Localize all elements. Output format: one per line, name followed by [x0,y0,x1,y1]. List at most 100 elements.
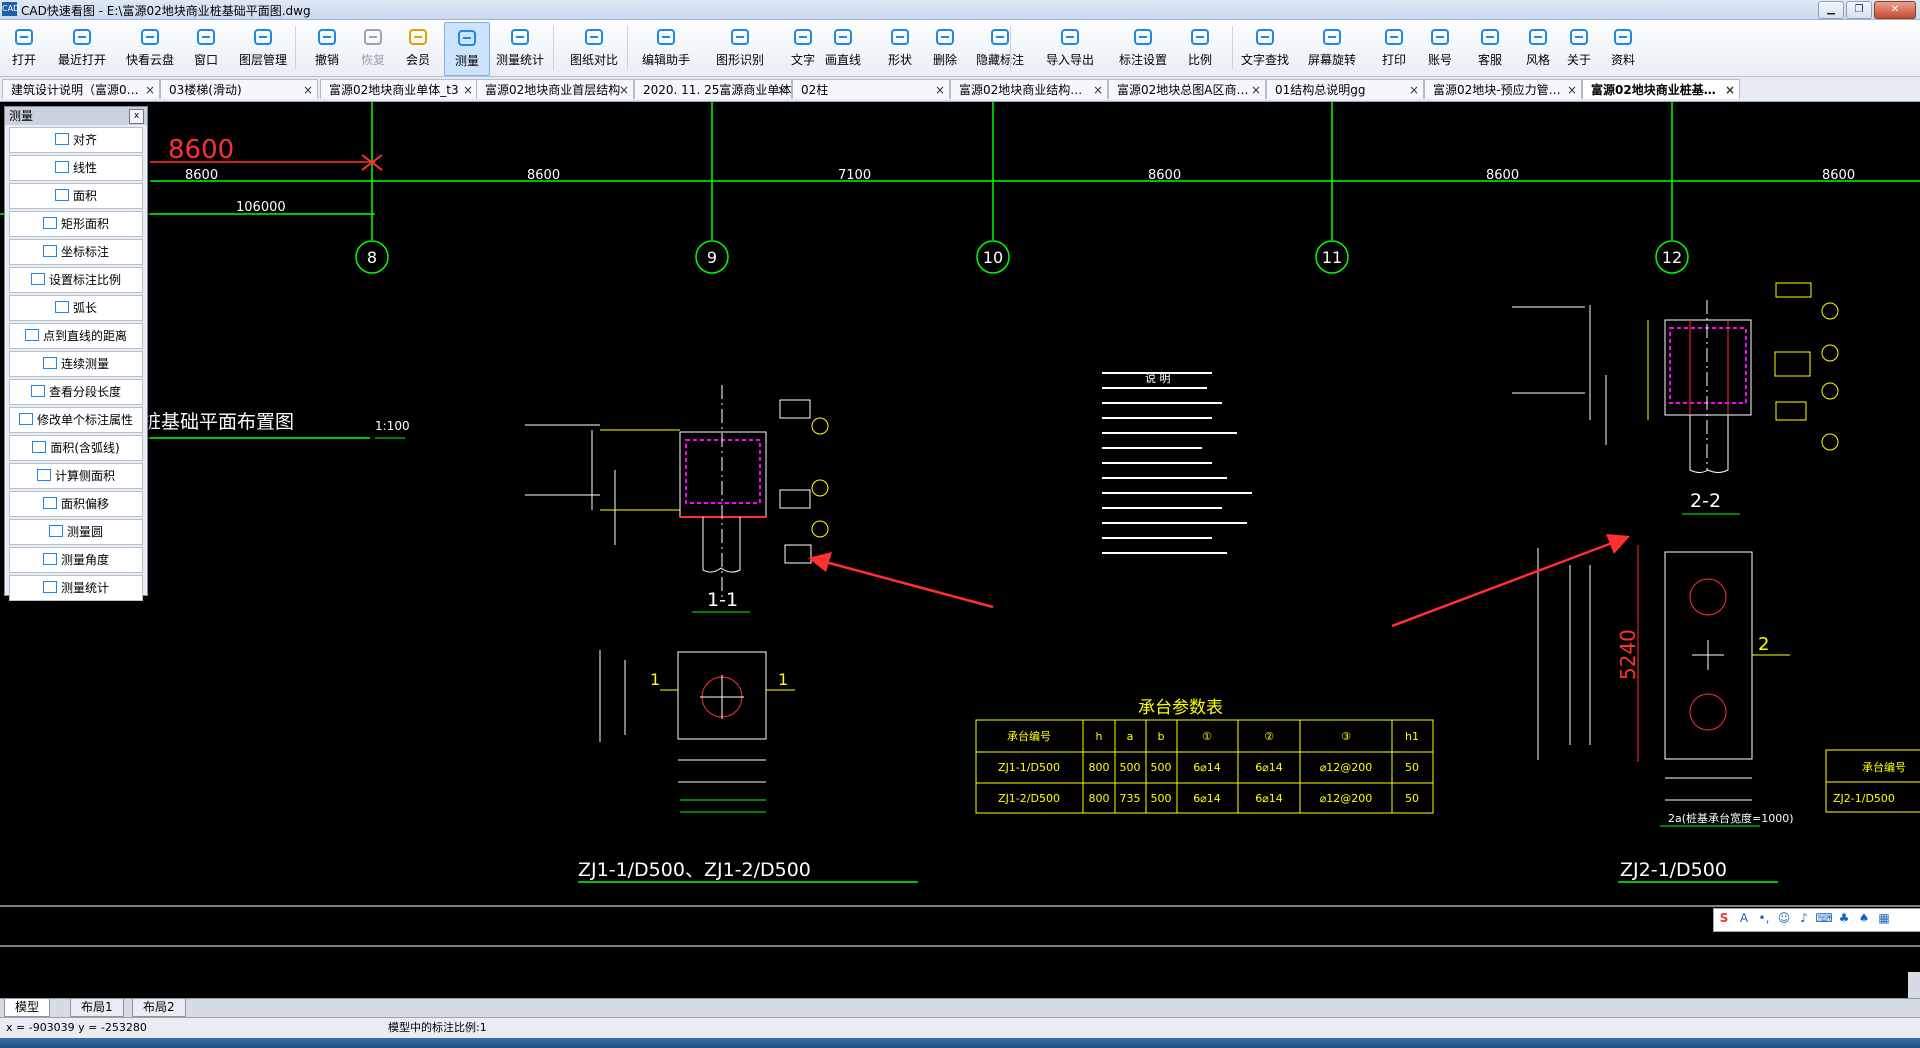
measure-tool-item[interactable]: 线性 [9,155,143,181]
layout-tab[interactable]: 布局2 [132,999,186,1017]
table-header-cell: a [1127,730,1134,743]
sogou-icon[interactable]: S [1719,911,1729,925]
notes-text [1102,372,1252,554]
toolbar-label: 图层管理 [238,53,287,67]
toolbar-headset-button[interactable]: 客服 [1470,22,1510,74]
toolbar-materials-button[interactable]: 资料 [1602,22,1644,74]
close-tab-icon[interactable]: × [776,83,787,97]
measure-tool-item[interactable]: 面积偏移 [9,491,143,517]
document-tab[interactable]: 02柱× [792,79,950,99]
toolbar-user-button[interactable]: 账号 [1420,22,1460,74]
layout-tab[interactable]: 布局1 [70,999,124,1017]
close-tab-icon[interactable]: × [144,83,155,97]
close-tab-icon[interactable]: × [934,83,945,97]
measure-tool-item[interactable]: 测量角度 [9,547,143,573]
toolbar-ruler-button[interactable]: 测量 [444,22,490,76]
vertical-scrollbar[interactable] [1908,972,1920,998]
toolbar-separator [1010,26,1011,70]
measure-tool-item[interactable]: 矩形面积 [9,211,143,237]
close-tab-icon[interactable]: × [302,83,313,97]
toolbar-undo-button[interactable]: 撤销 [307,22,347,74]
close-icon[interactable]: x [129,109,144,124]
toolbar-shape-recognition-button[interactable]: 图形识别 [710,22,770,74]
toolbar-cloud-button[interactable]: 快看云盘 [120,22,180,74]
close-tab-icon[interactable]: × [1408,83,1419,97]
measure-tool-item[interactable]: 连续测量 [9,351,143,377]
toolbar-folder-open-button[interactable]: 打开 [4,22,44,74]
close-tab-icon[interactable]: × [1566,83,1577,97]
shape-icon [891,29,909,45]
shirt-icon[interactable]: ♠ [1858,911,1870,925]
toolbar-compare-button[interactable]: 图纸对比 [564,22,624,74]
close-tab-icon[interactable]: × [618,83,629,97]
measure-tool-item[interactable]: 面积 [9,183,143,209]
toolbar-clock-button[interactable]: 最近打开 [52,22,112,74]
close-tab-icon[interactable]: × [1092,83,1103,97]
dim-3: 7100 [838,168,871,183]
close-button[interactable]: ✕ [1874,1,1916,19]
toolbar-rotate-button[interactable]: 屏幕旋转 [1302,22,1362,74]
drawing-canvas[interactable]: 8600 8600 8600 7100 8600 8600 8600 10600… [0,102,1920,998]
document-tab[interactable]: 富源02地块商业单体_t3× [320,79,478,99]
measure-tool-item[interactable]: 测量圆 [9,519,143,545]
toolbar-label: 打开 [11,53,36,67]
toolbar-style-button[interactable]: 风格 [1518,22,1558,74]
measure-tool-item[interactable]: 对齐 [9,127,143,153]
document-tab[interactable]: 建筑设计说明（富源0…× [2,79,160,99]
table-cell: 500 [1120,761,1141,774]
close-tab-icon[interactable]: × [462,83,473,97]
document-tab[interactable]: 富源02地块-预应力管…× [1424,79,1582,99]
document-tab[interactable]: 富源02地块商业结构…× [950,79,1108,99]
document-tab[interactable]: 富源02地块总图A区商…× [1108,79,1266,99]
toolbar-eraser-button[interactable]: 删除 [925,22,965,74]
zj1-plan: 1 1 [599,650,795,813]
measure-tool-item[interactable]: 设置标注比例 [9,267,143,293]
measure-tool-item[interactable]: 计算侧面积 [9,463,143,489]
toolbar-vip-button[interactable]: 会员 [400,22,436,74]
measure-tool-item[interactable]: 点到直线的距离 [9,323,143,349]
toolbar-hide-button[interactable]: 隐藏标注 [970,22,1030,74]
toolbar-printer-button[interactable]: 打印 [1374,22,1414,74]
emoji-icon[interactable]: ☺ [1777,911,1791,925]
keyboard-icon[interactable]: ⌨ [1815,911,1833,925]
close-tab-icon[interactable]: × [1724,83,1735,97]
document-tab[interactable]: 01结构总说明gg× [1266,79,1424,99]
toolbar-text-search-button[interactable]: 文字查找 [1235,22,1295,74]
measure-tool-item[interactable]: 修改单个标注属性 [9,407,143,433]
toolbar-label: 关于 [1566,53,1591,67]
toolbar-import-export-button[interactable]: 导入导出 [1040,22,1100,74]
toolbar-redo-button[interactable]: 恢复 [353,22,393,74]
grid-icon[interactable]: ▦ [1878,911,1890,925]
mic-icon[interactable]: ♪ [1800,911,1808,925]
window-title: CAD快速看图 - E:\富源02地块商业桩基础平面图.dwg [21,4,311,18]
toolbar-annotation-settings-button[interactable]: 标注设置 [1113,22,1173,74]
maximize-button[interactable]: ❐ [1846,1,1872,19]
font-icon[interactable]: A [1739,911,1749,925]
punct-icon[interactable]: •, [1758,911,1770,925]
close-tab-icon[interactable]: × [1250,83,1261,97]
toolbar-info-button[interactable]: 关于 [1560,22,1598,74]
measure-tool-item[interactable]: 弧长 [9,295,143,321]
toolbar-measure-stats-button[interactable]: 测量统计 [490,22,550,74]
layout-tab[interactable]: 模型 [4,999,51,1017]
document-tab[interactable]: 03楼梯(滑动)× [160,79,318,99]
measure-tool-item[interactable]: 面积(含弧线) [9,435,143,461]
toolbar-line-button[interactable]: 画直线 [820,22,866,74]
toolbar-layers-button[interactable]: 图层管理 [233,22,293,74]
measure-tool-item[interactable]: 查看分段长度 [9,379,143,405]
table-header-cell: h [1096,730,1103,743]
toolbar-window-button[interactable]: 窗口 [187,22,225,74]
measure-tool-item[interactable]: 测量统计 [9,575,143,601]
toolbar-shape-button[interactable]: 形状 [880,22,920,74]
document-tab[interactable]: 富源02地块商业首层结构× [476,79,634,99]
toolbar-text-button[interactable]: 文字 [785,22,821,74]
document-tab[interactable]: 2020. 11. 25富源商业单体× [634,79,792,99]
toolbar-edit-assistant-button[interactable]: 编辑助手 [636,22,696,74]
table-cell: 50 [1405,761,1419,774]
toolbar-scale-button[interactable]: 比例 [1180,22,1220,74]
measure-tool-item[interactable]: 坐标标注 [9,239,143,265]
skin-icon[interactable]: ♣ [1838,911,1850,925]
minimize-button[interactable]: ▁ [1818,1,1844,19]
document-tab[interactable]: 富源02地块商业桩基…× [1582,79,1740,99]
